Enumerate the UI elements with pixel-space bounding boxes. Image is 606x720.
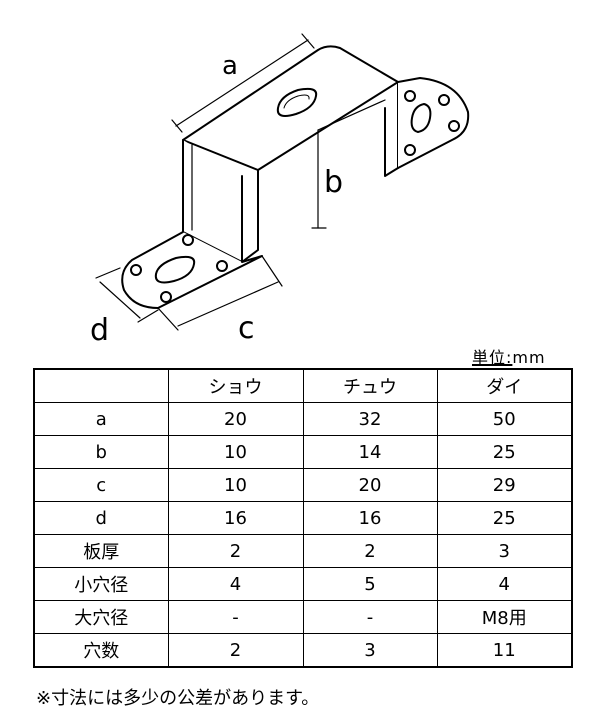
table-cell: 16 [302,501,438,535]
table-cell: 10 [167,435,304,469]
table-cell: 20 [167,402,304,436]
table-header-row: ショウチュウダイ [33,368,573,403]
table-cell: 3 [436,534,573,568]
table-cell: 16 [167,501,304,535]
table-cell: 2 [167,534,304,568]
unit-value: mm [512,348,546,367]
row-label-cell: 小穴径 [33,567,169,601]
table-cell: 10 [167,468,304,502]
table-cell: 2 [302,534,438,568]
table-cell: 25 [436,435,573,469]
row-label-cell: 板厚 [33,534,169,568]
table-cell: 4 [167,567,304,601]
tolerance-note: ※寸法には多少の公差があります。 [36,688,320,709]
table-cell: 11 [436,633,573,668]
row-label-cell: a [33,402,169,436]
table-cell: 5 [302,567,438,601]
top-plate [182,45,399,171]
table-header-cell: ショウ [167,368,304,403]
right-foot [397,77,470,169]
table-cell: M8用 [436,600,573,634]
table-cell: 3 [302,633,438,668]
row-label-cell: d [33,501,169,535]
table-cell: 4 [436,567,573,601]
dimension-d-label: d [90,313,109,345]
table-header-cell: チュウ [302,368,438,403]
table-cell: 50 [436,402,573,436]
dimension-a-label: a [222,51,238,81]
right-foot-slot [410,103,432,133]
table-cell: 29 [436,468,573,502]
unit-note: 単位:mm [472,344,546,368]
row-label-cell: 大穴径 [33,600,169,634]
table-cell: 25 [436,501,573,535]
unit-label: 単位: [472,348,513,367]
table-cell: 2 [167,633,304,668]
table-header-cell: ダイ [436,368,573,403]
table-cell: 14 [302,435,438,469]
right-leg [384,81,399,177]
left-foot-slot [154,255,196,284]
dimension-b-label: b [324,165,343,200]
row-label-cell: b [33,435,169,469]
top-slot [276,87,318,117]
table-header-cell [33,368,169,403]
bracket-drawing: a b c d [90,33,470,345]
table-cell: 20 [302,468,438,502]
table-cell: - [167,600,304,634]
row-label-cell: 穴数 [33,633,169,668]
dimension-c-label: c [238,311,255,345]
table-cell: - [302,600,438,634]
table-row: 大穴径--M8用 [33,600,573,634]
row-label-cell: c [33,468,169,502]
table-cell: 32 [302,402,438,436]
